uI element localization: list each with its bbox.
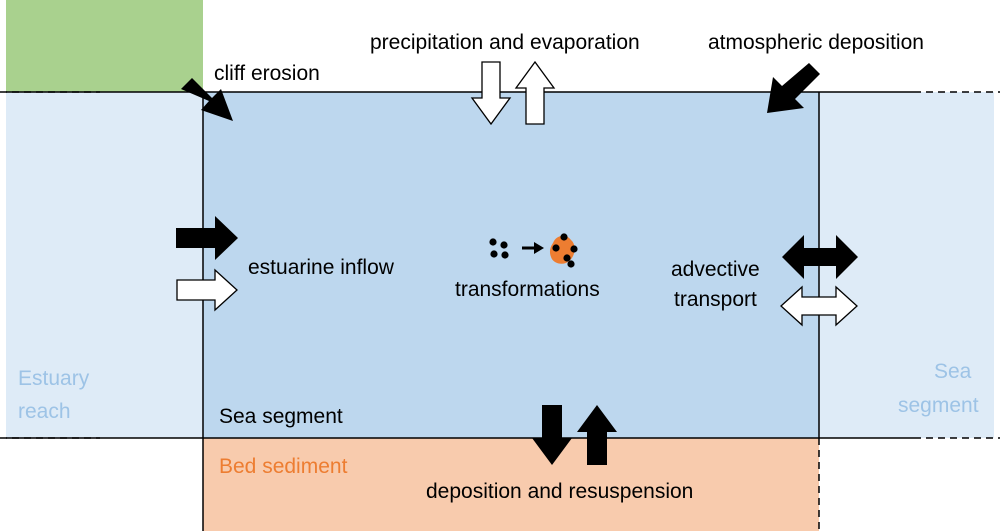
deposition-arrow (532, 405, 572, 465)
advective-transport-white-arrow (780, 285, 858, 327)
precipitation-arrow (470, 61, 512, 126)
estuary-reach-label-line1: Estuary (18, 367, 90, 390)
advective-transport-label-line1: advective (671, 258, 760, 281)
advective-transport-black-arrow (782, 235, 858, 279)
sea-segment-box (203, 92, 819, 438)
estuarine-inflow-label: estuarine inflow (248, 256, 394, 279)
land-block (6, 0, 203, 92)
atmospheric-deposition-arrow (767, 63, 820, 113)
estuary-reach-region (6, 92, 203, 438)
neighbor-sea-segment-label-line2: segment (898, 394, 979, 417)
estuary-reach-label-line2: reach (18, 400, 71, 423)
advective-transport-label-line2: transport (674, 288, 757, 311)
transformations-label: transformations (455, 278, 600, 301)
evaporation-arrow (514, 60, 556, 125)
bed-sediment-box (203, 438, 819, 531)
atmospheric-deposition-label: atmospheric deposition (708, 31, 924, 54)
precipitation-evaporation-label: precipitation and evaporation (370, 31, 640, 54)
cliff-erosion-arrow (181, 78, 233, 121)
estuarine-inflow-white-arrow (176, 268, 238, 312)
bed-sediment-label: Bed sediment (219, 455, 348, 478)
transformations-icon (489, 233, 578, 268)
neighbor-sea-segment-label-line1: Sea (934, 360, 972, 383)
cliff-erosion-label: cliff erosion (214, 62, 320, 85)
segment-borders (6, 91, 914, 531)
dashed-borders (0, 91, 1000, 531)
resuspension-arrow (577, 405, 617, 465)
estuarine-inflow-black-arrow (176, 216, 238, 260)
deposition-resuspension-label: deposition and resuspension (426, 480, 694, 503)
sea-segment-label: Sea segment (219, 405, 343, 428)
